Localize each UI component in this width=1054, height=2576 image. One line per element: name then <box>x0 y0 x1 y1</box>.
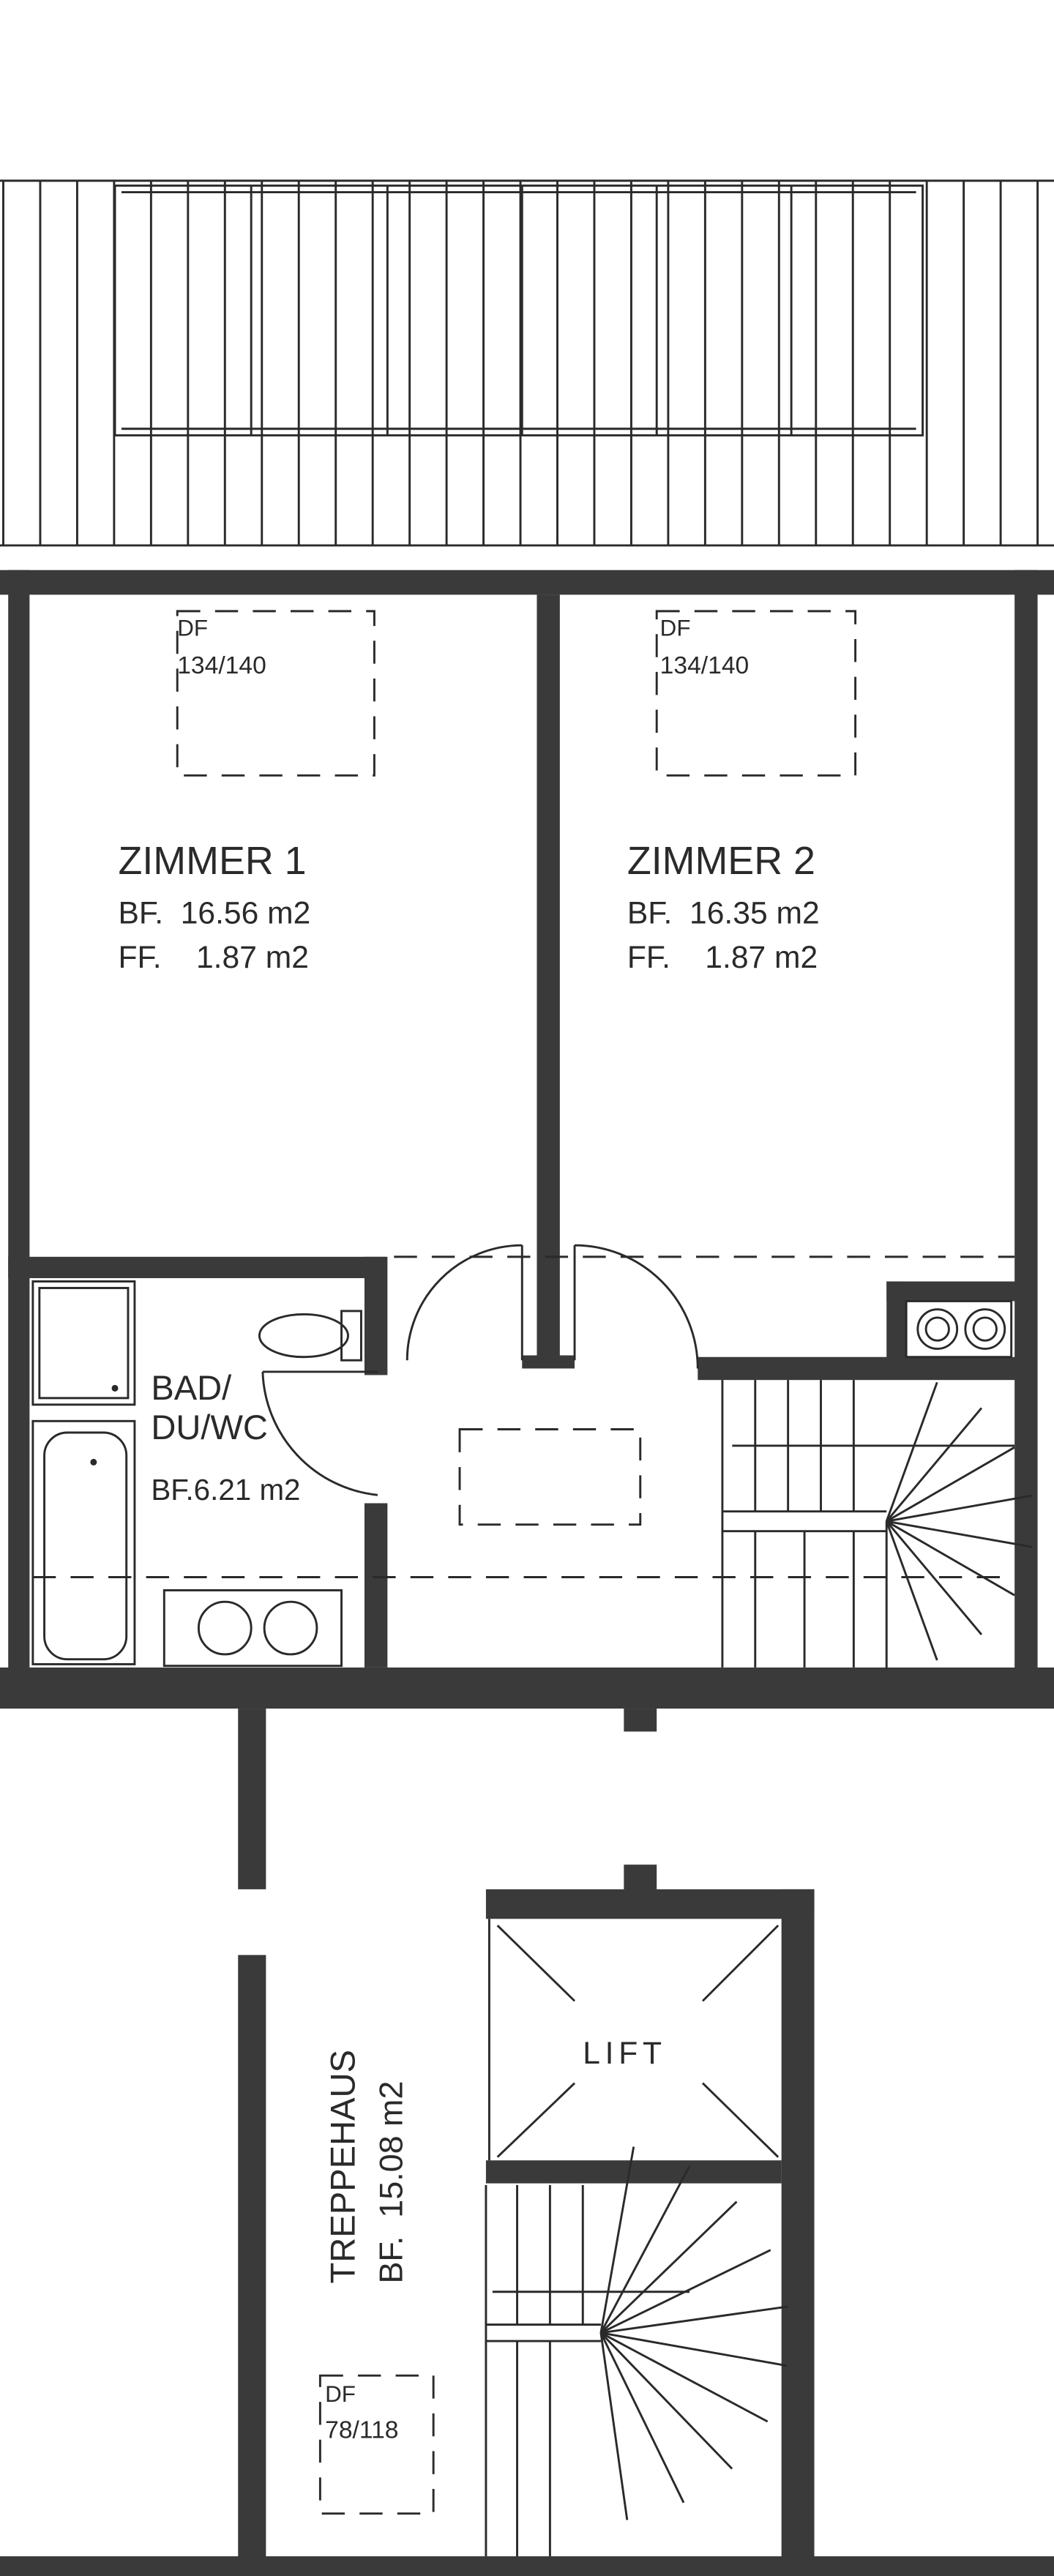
room-bf-treppenhaus: BF. 15.08 m2 <box>373 2081 410 2284</box>
roof-window-frame <box>113 184 924 437</box>
skylight-size: 78/118 <box>325 2416 398 2444</box>
skylight-size: 134/140 <box>660 652 750 679</box>
room-name-bad-2: DU/WC <box>151 1408 268 1446</box>
drawing-line <box>886 1494 1033 1523</box>
door-zimmer-2 <box>575 1244 699 1369</box>
drawing-line <box>599 2165 691 2334</box>
balcony-railing <box>0 179 1054 547</box>
room-name-zimmer-1: ZIMMER 1 <box>118 839 306 883</box>
skylight-hall <box>458 1428 642 1526</box>
toilet-icon <box>258 1310 362 1362</box>
room-bf-zimmer-1: BF. 16.56 m2 <box>118 895 310 930</box>
drawing-line <box>886 1446 1015 1523</box>
drawing-line <box>885 1381 938 1522</box>
drawing-line <box>600 2332 769 2423</box>
drawing-line <box>599 2146 635 2334</box>
drawing-line <box>886 1407 983 1523</box>
door-zimmer-1 <box>405 1244 523 1361</box>
drawing-line <box>599 2332 733 2470</box>
skylight-zimmer-1 <box>176 610 375 777</box>
door-bad <box>261 1371 378 1496</box>
room-name-bad: BAD/ <box>151 1368 232 1407</box>
drawing-line <box>600 2305 788 2334</box>
staircase-treppenhaus <box>485 2146 788 2557</box>
room-bf-bad: BF.6.21 m2 <box>151 1473 300 1507</box>
room-name-lift: LIFT <box>583 2036 666 2071</box>
skylight-zimmer-2 <box>655 610 857 777</box>
room-bf-zimmer-2: BF. 16.35 m2 <box>627 895 820 930</box>
drawing-line <box>600 2332 788 2367</box>
drawing-line <box>885 1520 938 1661</box>
skylight-size: 134/140 <box>177 652 266 679</box>
drawing-line <box>599 2332 685 2504</box>
room-ff-zimmer-1: FF. 1.87 m2 <box>118 940 308 975</box>
drawing-line <box>886 1520 983 1635</box>
skylight-label: DF <box>325 2381 356 2407</box>
room-ff-zimmer-2: FF. 1.87 m2 <box>627 940 818 975</box>
drawing-line <box>599 2200 738 2334</box>
bathtub-icon <box>31 1419 136 1665</box>
skylight-label: DF <box>660 616 691 641</box>
room-name-zimmer-2: ZIMMER 2 <box>627 839 815 883</box>
walls <box>0 570 1054 2576</box>
drawing-line <box>600 2249 771 2334</box>
double-sink-icon <box>162 1588 343 1668</box>
drawing-line <box>599 2332 629 2520</box>
drawing-line <box>886 1520 1033 1548</box>
room-name-treppenhaus: TREPPEHAUS <box>323 2050 362 2283</box>
skylight-label: DF <box>177 616 208 641</box>
lift-icon <box>496 1924 780 2158</box>
appliance-icon <box>905 1299 1013 1359</box>
shower-icon <box>31 1280 136 1406</box>
staircase-apartment <box>721 1380 1033 1670</box>
drawing-line <box>886 1520 1015 1597</box>
